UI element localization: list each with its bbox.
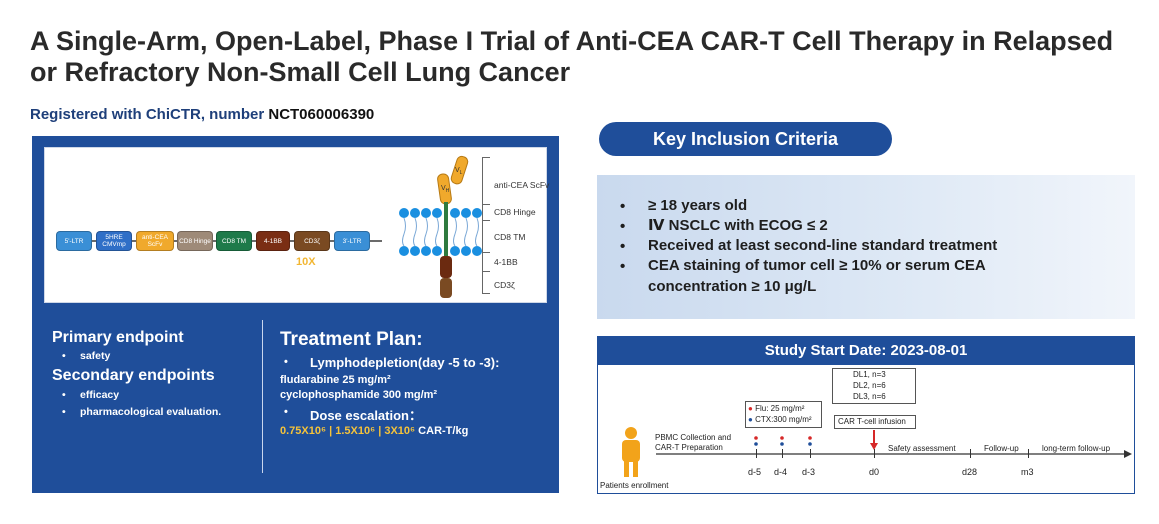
car-receptor-schematic: VH VL [399,155,482,298]
construct-segment-cd3z: CD3ζ [294,231,330,251]
criterion-item: ≥ 18 years old [648,197,748,214]
safety-assessment-label: Safety assessment [888,444,956,453]
flu-dose-marker [754,436,758,440]
lymphodepletion-box [745,401,822,428]
ctx-dose-marker [754,442,758,446]
construct-segment-5hre-cmvmp: 5HRE CMVmp [96,231,132,251]
followup-label: Follow-up [984,444,1019,453]
cd8-hinge-tm [444,202,448,256]
dose-escalation-values: 0.75X10⁶ | 1.5X10⁶ | 3X10⁶ CAR-T/kg [280,425,468,437]
primary-endpoint-item: safety [62,350,111,362]
dose-unit: CAR-T/kg [415,425,469,437]
secondary-endpoint-item: pharmacological evaluation. [62,406,221,418]
day-label: m3 [1021,467,1034,477]
patients-enrollment-label: Patients enrollment [600,481,669,490]
construct-segment-cd8-tm: CD8 TM [216,231,252,251]
criterion-item-continued: concentration ≥ 10 μg/L [648,278,817,295]
secondary-endpoints-title: Secondary endpoints [52,367,215,384]
cd3z-domain [440,278,452,298]
domain-label-cd3z: CD3ζ [494,280,515,290]
secondary-endpoint-item: efficacy [62,389,119,401]
page-title: A Single-Arm, Open-Label, Phase I Trial … [30,26,1114,87]
dose-escalation-title: Dose escalation： [310,408,422,423]
vh-label: VH [441,185,450,194]
day-label: d0 [869,467,880,477]
ctx-dose-marker [808,442,812,446]
ctx-dose-marker [780,442,784,446]
construct-segment-cd8-hinge: CD8 Hinge [177,231,213,251]
domain-label-cd8-tm: CD8 TM [494,232,526,242]
pbmc-label: PBMC Collection and [655,433,732,442]
vl-label: VL [455,167,463,176]
flu-dose-marker [808,436,812,440]
day-label: d-4 [774,467,788,477]
day-label: d-3 [802,467,816,477]
long-term-followup-label: long-term follow-up [1042,444,1111,453]
flu-dose-marker [780,436,784,440]
criterion-item: Received at least second-line standard t… [648,237,998,254]
criterion-item: Ⅳ NSCLC with ECOG ≤ 2 [648,217,828,234]
inclusion-criteria-header: Key Inclusion Criteria [599,122,892,156]
flu-note: ● Flu: 25 mg/m² [748,404,805,413]
pbmc-label-line2: CAR-T Preparation [655,443,723,452]
vl-domain [450,155,469,185]
day-label: d28 [962,467,978,477]
4-1bb-domain [440,256,452,278]
domain-label-4-1bb: 4-1BB [494,257,518,267]
lymphodepletion-title: Lymphodepletion(day -5 to -3): [310,355,500,370]
registration-prefix: Registered with ChiCTR, number [30,106,269,123]
infusion-label: CAR T-cell infusion [838,417,906,426]
dose-level-item: DL2, n=6 [853,381,886,390]
dose-levels: 0.75X10⁶ | 1.5X10⁶ | 3X10⁶ [280,425,416,437]
registration-number: NCT060006390 [268,106,375,123]
flu-dot-icon: ● [748,404,753,413]
inclusion-criteria-box [597,175,1135,319]
study-start-date-bar: Study Start Date: 2023-08-01 [597,336,1135,364]
day-label: d-5 [748,467,762,477]
domain-label-scfv: anti-CEA ScFv [494,180,550,190]
dose-level-item: DL1, n=3 [853,370,886,379]
construct-segment-anti-cea-scfv: anti-CEA ScFv [136,231,174,251]
construct-segment-5ltr: 5'-LTR [56,231,92,251]
dose-level-item: DL3, n=6 [853,392,886,401]
domain-label-cd8-hinge: CD8 Hinge [494,207,536,217]
fludarabine-dose: fludarabine 25 mg/m² [280,374,391,386]
membrane-bilayer [399,208,482,256]
construct-segment-3ltr: 3'-LTR [334,231,370,251]
treatment-plan-title: Treatment Plan: [280,329,423,350]
cyclophosphamide-dose: cyclophosphamide 300 mg/m² [280,389,438,401]
infusion-box [834,415,916,429]
timeline-axis [622,427,1132,477]
patient-person-icon [622,427,640,477]
ctx-dot-icon: ● [748,415,753,424]
ctx-note: ● CTX:300 mg/m² [748,415,812,424]
dose-level-box [832,368,916,404]
construct-multiplier: 10X [296,256,316,268]
panel-divider [262,320,263,473]
registration-line: Registered with ChiCTR, number NCT060006… [30,106,374,123]
criterion-item: CEA staining of tumor cell ≥ 10% or seru… [648,257,986,274]
construct-segment-4-1bb: 4-1BB [256,231,290,251]
primary-endpoint-title: Primary endpoint [52,329,184,346]
